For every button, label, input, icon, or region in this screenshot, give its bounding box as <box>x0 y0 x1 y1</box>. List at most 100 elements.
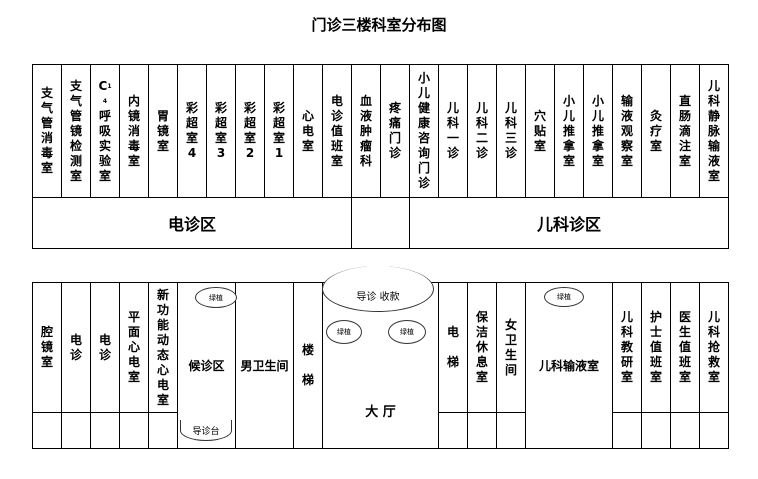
room-cell: 平面心电室 <box>119 282 149 413</box>
room-cell: C14呼吸实验室 <box>90 64 120 198</box>
room-cell: 彩超室1 <box>264 64 294 198</box>
room-cell: 儿科抢救室 <box>699 282 729 413</box>
room-cell-label: 彩超室1 <box>272 101 285 160</box>
empty-cell <box>699 412 729 449</box>
page-title: 门诊三楼科室分布图 <box>311 16 447 34</box>
empty-cell <box>612 412 642 449</box>
room-cell: 医生值班室 <box>670 282 700 413</box>
room-cell-label: 儿科三诊 <box>504 101 517 160</box>
room-cell: 电诊 <box>61 282 91 413</box>
male-restroom: 男卫生间 <box>235 282 294 449</box>
room-cell: 心电室 <box>293 64 323 198</box>
room-cell: 支气管镜检测室 <box>61 64 91 198</box>
pediatric-infusion-room: 儿科输液室 <box>525 282 613 449</box>
empty-cell <box>670 412 700 449</box>
room-cell: 支气管消毒室 <box>32 64 62 198</box>
plant-marker: 绿植 <box>388 320 426 344</box>
room-cell-label: 电诊 <box>98 332 111 362</box>
room-cell: 腔镜室 <box>32 282 62 413</box>
plant-marker: 绿植 <box>195 287 237 308</box>
room-cell-label: 胃镜室 <box>156 108 169 153</box>
room-cell-label: 输液观察室 <box>620 93 633 168</box>
room-cell-label: 儿科教研室 <box>620 310 633 384</box>
room-cell: 内镜消毒室 <box>119 64 149 198</box>
room-cell: 彩超室3 <box>206 64 236 198</box>
room-cell: 疼痛门诊 <box>380 64 410 198</box>
room-cell: 儿科静脉输液室 <box>699 64 729 198</box>
room-cell-label: 儿科抢救室 <box>707 310 720 384</box>
room-cell: 彩超室2 <box>235 64 265 198</box>
room-cell-label: 护士值班室 <box>649 310 662 384</box>
pediatric-infusion-room-label: 儿科输液室 <box>538 359 599 373</box>
blank-cell <box>351 197 410 249</box>
room-cell-label: 血液肿瘤科 <box>359 93 372 168</box>
room-cell-label: 儿科静脉输液室 <box>707 78 720 183</box>
room-cell-label: 穴贴室 <box>533 108 546 153</box>
empty-cell <box>467 412 497 449</box>
elevator-label: 电梯 <box>446 325 459 369</box>
room-cell-label: 彩超室2 <box>243 101 256 160</box>
empty-cell <box>641 412 671 449</box>
room-cell: 彩超室4 <box>177 64 207 198</box>
room-cell: 小儿推拿室 <box>583 64 613 198</box>
room-cell: 输液观察室 <box>612 64 642 198</box>
cleaning-room: 保洁休息室 <box>467 282 497 413</box>
room-cell-label: 儿科一诊 <box>446 101 459 160</box>
room-cell-label: 小儿健康咨询门诊 <box>417 71 430 190</box>
room-cell-label: 彩超室3 <box>214 101 227 160</box>
empty-cell <box>148 412 178 449</box>
room-cell-label: 心电室 <box>301 108 314 153</box>
empty-cell <box>496 412 526 449</box>
waiting-area-label: 候诊区 <box>188 359 225 373</box>
room-cell-label: 儿科二诊 <box>475 101 488 160</box>
room-cell: 儿科一诊 <box>438 64 468 198</box>
room-cell: 儿科三诊 <box>496 64 526 198</box>
room-cell-label: 彩超室4 <box>185 101 198 160</box>
room-cell-label: 平面心电室 <box>127 310 140 384</box>
plant-marker: 绿植 <box>326 320 362 344</box>
room-cell: 血液肿瘤科 <box>351 64 381 198</box>
room-cell-label: 医生值班室 <box>678 310 691 384</box>
room-cell-label: 腔镜室 <box>40 325 53 369</box>
room-cell: 电诊 <box>90 282 120 413</box>
female-restroom: 女卫生间 <box>496 282 526 413</box>
room-cell: 电诊值班室 <box>322 64 352 198</box>
room-cell-label: 新功能动态心电室 <box>156 287 169 407</box>
room-cell-label: 直肠滴注室 <box>678 93 691 168</box>
stairs: 楼梯 <box>293 282 323 449</box>
hall: 大 厅 <box>322 282 439 449</box>
elevator: 电梯 <box>438 282 468 413</box>
empty-cell <box>90 412 120 449</box>
room-cell: 胃镜室 <box>148 64 178 198</box>
room-cell-label: 支气管镜检测室 <box>69 78 82 183</box>
room-cell: 新功能动态心电室 <box>148 282 178 413</box>
empty-cell <box>119 412 149 449</box>
empty-cell <box>438 412 468 449</box>
empty-cell <box>32 412 62 449</box>
room-cell-label: 内镜消毒室 <box>127 93 140 168</box>
room-cell: 直肠滴注室 <box>670 64 700 198</box>
guide-desk: 导诊台 <box>180 420 232 441</box>
female-restroom-label: 女卫生间 <box>504 317 517 377</box>
zone-electro-diagnosis-label: 电诊区 <box>167 215 216 234</box>
room-cell-label: 小儿推拿室 <box>562 93 575 168</box>
room-cell: 护士值班室 <box>641 282 671 413</box>
zone-pediatrics-label: 儿科诊区 <box>536 215 601 234</box>
guide-cashier-desk: 导诊 收款 <box>322 266 434 312</box>
empty-cell <box>61 412 91 449</box>
room-cell-label: C14呼吸实验室 <box>98 78 112 183</box>
male-restroom-label: 男卫生间 <box>240 359 289 373</box>
room-cell-label: 电诊值班室 <box>330 93 343 168</box>
room-cell: 灸疗室 <box>641 64 671 198</box>
room-cell-label: 电诊 <box>69 332 82 362</box>
room-cell: 小儿健康咨询门诊 <box>409 64 439 198</box>
room-cell: 儿科二诊 <box>467 64 497 198</box>
room-cell: 穴贴室 <box>525 64 555 198</box>
plant-marker: 绿植 <box>544 287 584 307</box>
zone-pediatrics: 儿科诊区 <box>409 197 729 249</box>
room-cell-label: 支气管消毒室 <box>40 86 53 175</box>
stairs-label: 楼梯 <box>301 343 314 387</box>
room-cell: 小儿推拿室 <box>554 64 584 198</box>
hall-label: 大 厅 <box>365 405 396 420</box>
